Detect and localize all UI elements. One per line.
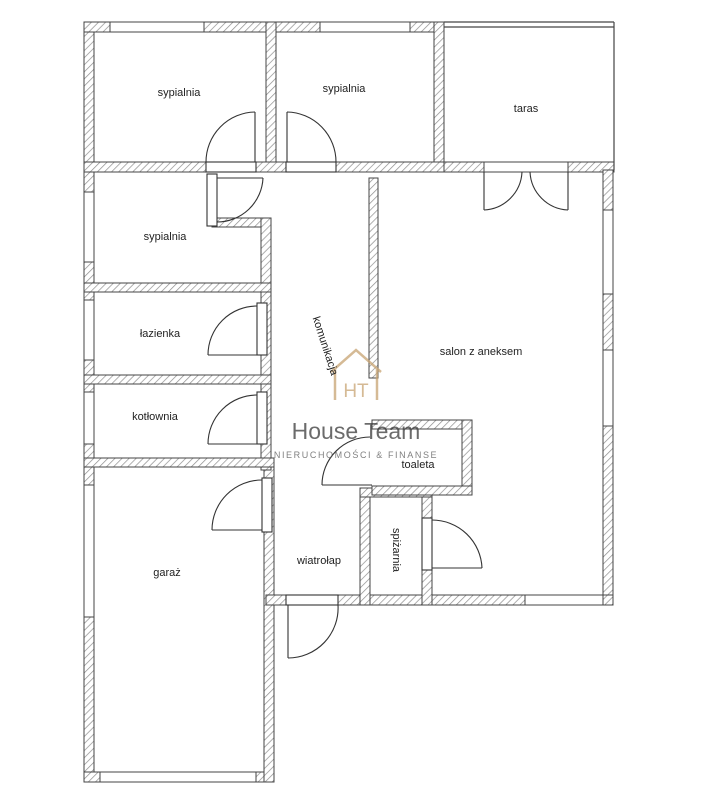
window-right-2 — [602, 349, 614, 427]
door-bedroom3[interactable] — [206, 173, 264, 227]
window-garage-door — [99, 771, 257, 783]
door-toilet[interactable] — [321, 436, 372, 486]
label-terrace: taras — [514, 103, 539, 115]
door-bedroom1[interactable] — [205, 111, 257, 173]
label-garage: garaż — [153, 567, 181, 579]
label-bathroom: łazienka — [140, 328, 181, 340]
door-bathroom[interactable] — [207, 302, 268, 356]
label-vestibule: wiatrołap — [296, 555, 341, 567]
window-left-1 — [83, 191, 95, 263]
label-bedroom-2: sypialnia — [323, 83, 367, 95]
label-boiler-room: kotłownia — [132, 411, 179, 423]
window-bedroom2 — [319, 21, 411, 33]
label-pantry: spiżarnia — [390, 528, 402, 573]
window-boiler — [83, 391, 95, 445]
windows — [83, 21, 614, 783]
wall-bedroom3-bottom — [83, 282, 272, 293]
watermark-brand: House Team — [292, 418, 421, 444]
house-logo-icon — [330, 348, 382, 400]
window-bedroom1 — [109, 21, 205, 33]
label-toilet: toaleta — [401, 459, 435, 471]
window-right-1 — [602, 209, 614, 295]
wall-toilet-right — [461, 419, 473, 496]
wall-toilet-bottom — [371, 485, 473, 496]
door-entrance[interactable] — [285, 594, 339, 659]
wall-boiler-bottom — [83, 457, 275, 468]
label-living-room: salon z aneksem — [440, 346, 523, 358]
door-pantry[interactable] — [421, 517, 483, 571]
doors — [205, 111, 569, 659]
wall-corridor-partition — [368, 177, 379, 379]
wall-bedrooms-bottom — [83, 161, 445, 173]
watermark-tagline: NIERUCHOMOŚCI & FINANSE — [274, 449, 438, 460]
window-terrace-door — [483, 161, 569, 173]
wall-bedrooms-right — [433, 21, 445, 165]
label-bedroom-3: sypialnia — [144, 231, 188, 243]
terrace-outline — [444, 21, 615, 170]
wall-vestibule-right — [359, 487, 371, 606]
walls — [83, 21, 615, 783]
door-bedroom2[interactable] — [285, 111, 337, 173]
door-terrace[interactable] — [483, 171, 569, 211]
label-bedroom-1: sypialnia — [158, 87, 202, 99]
window-living-bottom — [524, 594, 604, 606]
window-garage — [83, 484, 95, 618]
wall-bathroom-bottom — [83, 374, 272, 385]
watermark-monogram: HT — [343, 381, 369, 402]
wall-bedroom-separator — [265, 21, 277, 173]
label-corridor: komunikacja — [310, 315, 341, 378]
watermark: HT House Team NIERUCHOMOŚCI & FINANSE — [274, 348, 438, 460]
wall-living-bottom — [265, 594, 614, 606]
door-boiler-room[interactable] — [207, 391, 268, 445]
window-bathroom — [83, 299, 95, 361]
door-garage[interactable] — [211, 477, 273, 533]
